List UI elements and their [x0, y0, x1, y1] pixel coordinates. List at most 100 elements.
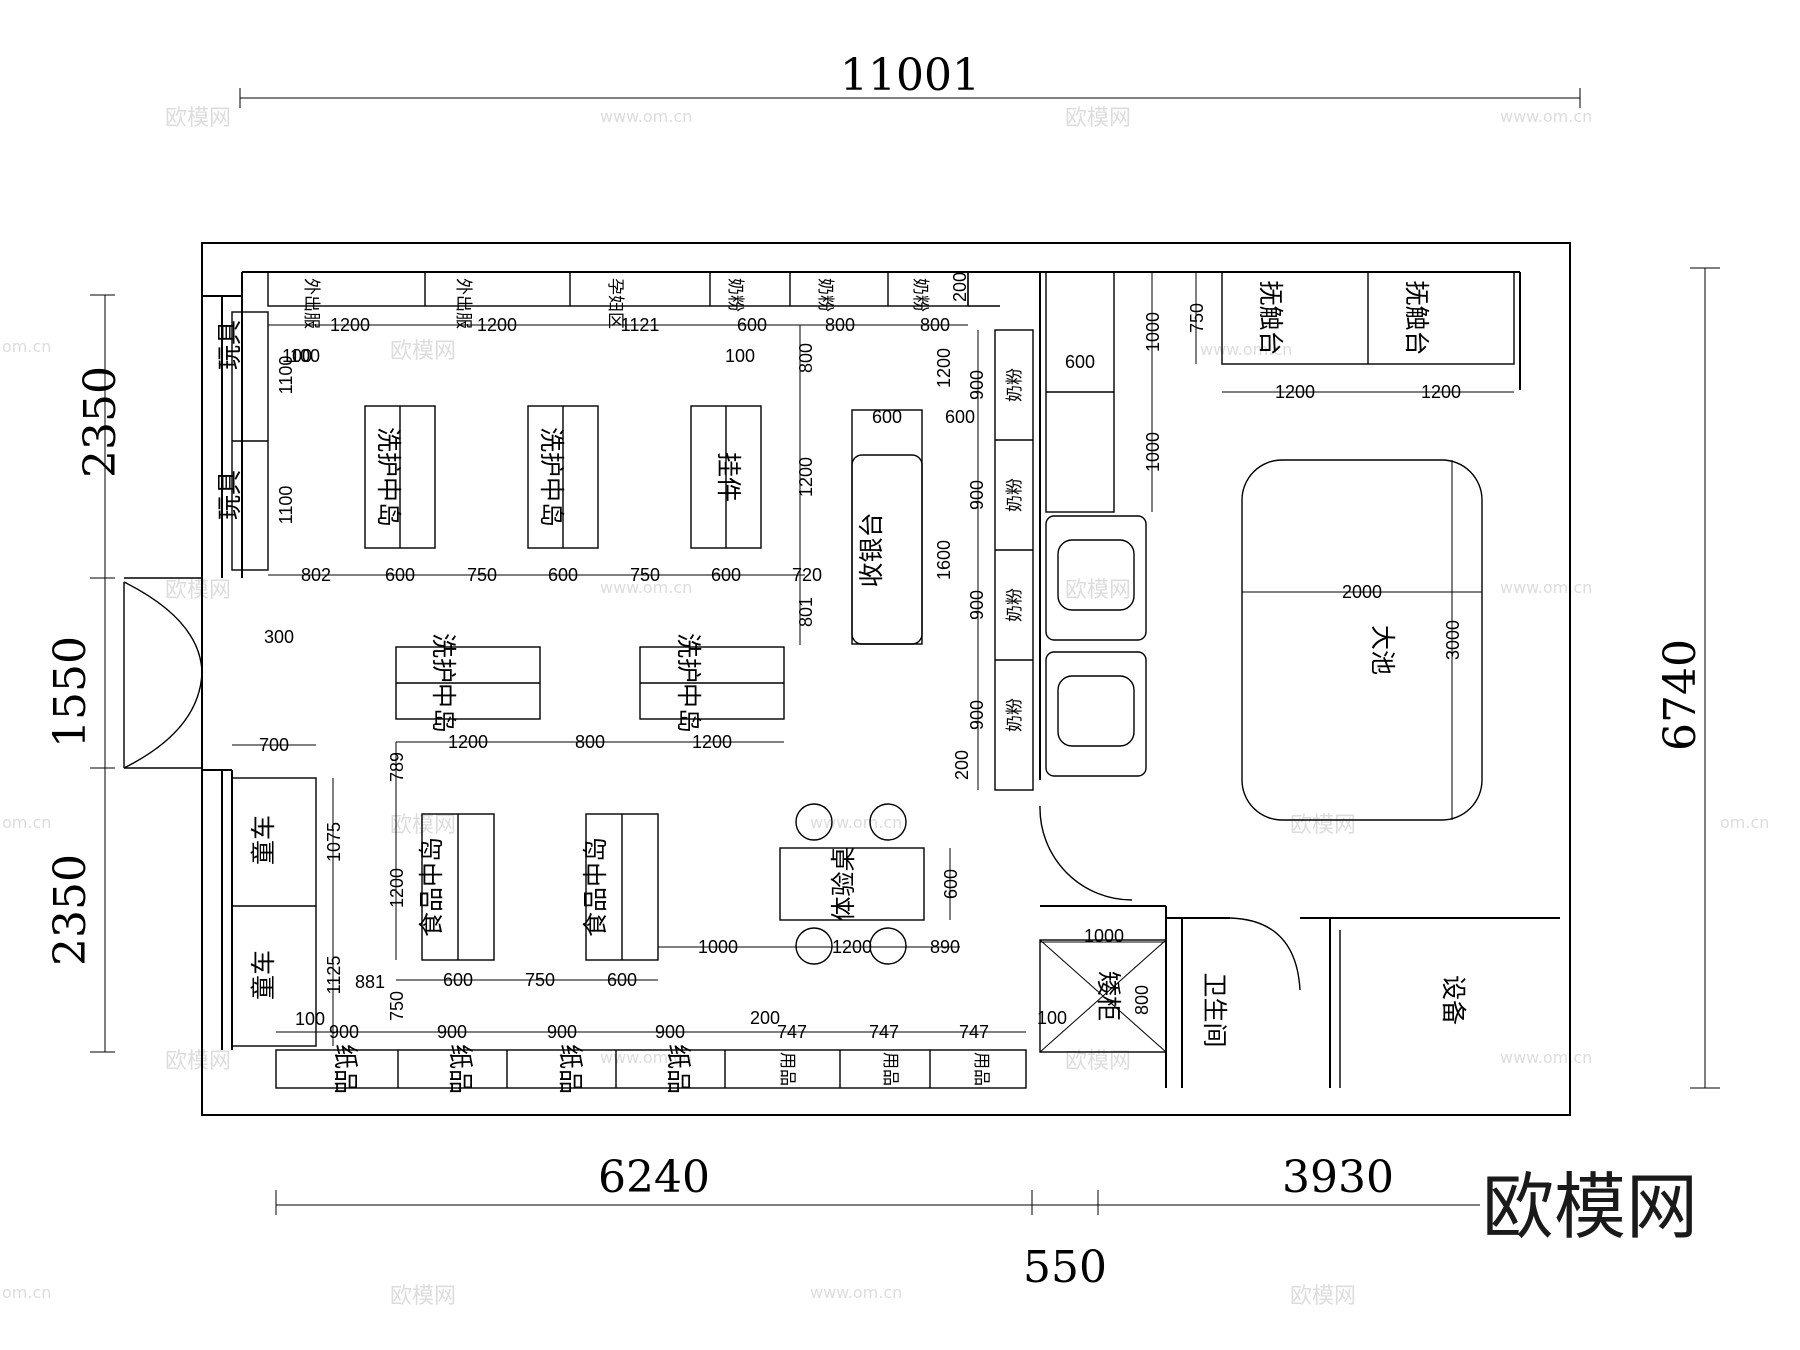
paper-label-2: 纸品: [446, 1044, 475, 1094]
bottom-left-dim: 6240: [598, 1152, 710, 1203]
dim-r1-f: 600: [711, 565, 741, 585]
dim-bot-c: 900: [547, 1022, 577, 1042]
walls: [201, 242, 1571, 1116]
shelf-label-milk-3: 奶粉: [910, 278, 930, 312]
dim-cabinet-h: 800: [1132, 985, 1152, 1015]
milk-shelves-right: 奶粉 奶粉 奶粉 奶粉 900 900 900 900 200: [952, 271, 1040, 791]
watermark-site: www.om.cn: [810, 813, 902, 832]
watermark-brand: 欧模网: [390, 813, 456, 838]
bottom-shelves: 纸品 纸品 纸品 纸品 用品 用品 用品 900 900 900 900 200…: [275, 1008, 1067, 1094]
dim-bot-f: 747: [777, 1022, 807, 1042]
dim-r1-h: 800: [796, 343, 816, 373]
row2-islands: 洗护中岛 洗护中岛 1200 800 1200 789 1200: [387, 633, 785, 960]
table-label: 体验桌: [829, 846, 858, 921]
dim-cashier-d1: 600: [945, 407, 975, 427]
watermark-brand: 欧模网: [165, 106, 231, 131]
dim-r1-e: 750: [630, 565, 660, 585]
dim-r1-j: 801: [796, 597, 816, 627]
dim-r1-a: 802: [301, 565, 331, 585]
island-food-1: 食品中岛: [417, 837, 446, 937]
watermark-site: om.cn: [2, 813, 51, 832]
dim-bot-g: 747: [869, 1022, 899, 1042]
dim-milk-r5: 200: [952, 750, 972, 780]
dim-r1-c: 750: [467, 565, 497, 585]
supply-label-3: 用品: [971, 1052, 991, 1086]
shelf-label-outerwear-2: 外出服: [453, 278, 473, 329]
dim-stroller-h1: 1075: [324, 822, 344, 862]
watermark-brand: 欧模网: [1290, 1284, 1356, 1309]
milk-label-r1: 奶粉: [1005, 368, 1025, 402]
island-food-2: 食品中岛: [581, 837, 610, 937]
brand-logo: 欧模网: [1482, 1165, 1698, 1249]
overall-width: 11001: [840, 50, 980, 101]
overall-dimensions: 11001 6740 2350 1550 2350 6240 3930 550: [45, 50, 1720, 1293]
dim-r1-i: 1200: [796, 457, 816, 497]
dim-toy-1: 1100: [276, 356, 296, 395]
dim-stroller-w: 700: [259, 735, 289, 755]
dim-cabinet-w: 1000: [1084, 926, 1124, 946]
toilet-label: 卫生间: [1200, 972, 1229, 1047]
dim-toy-2: 1100: [276, 486, 296, 525]
dim-r2-a: 1200: [448, 732, 488, 752]
dim-r3-b: 750: [525, 970, 555, 990]
experience-table: 体验桌 600: [779, 803, 961, 965]
dim-bot-b: 900: [437, 1022, 467, 1042]
dim-r2-d: 789: [387, 752, 407, 782]
left-bottom-dim: 2350: [45, 854, 96, 966]
stroller-label-2: 童车: [249, 950, 278, 1000]
paper-label-1: 纸品: [331, 1044, 360, 1094]
dim-top-1: 1200: [330, 315, 370, 335]
dim-shelf-h1: 1000: [1143, 312, 1163, 352]
cashier-counter: 收银台 600 1600 600 1200: [851, 348, 975, 645]
dim-milk-r1: 900: [967, 370, 987, 400]
dim-top-8: 100: [290, 346, 320, 366]
row1-islands: 洗护中岛 洗护中岛 挂件 802 600 750 600 750 600 720…: [268, 325, 822, 645]
watermark-site: www.om.cn: [600, 1048, 692, 1067]
watermark-brand: 欧模网: [390, 1284, 456, 1309]
watermark-site: www.om.cn: [1200, 340, 1292, 359]
stroller-label-1: 童车: [249, 815, 278, 865]
watermark-site: www.om.cn: [600, 578, 692, 597]
dim-shelf-h2: 1000: [1143, 432, 1163, 472]
dim-r1-g: 720: [792, 565, 822, 585]
watermark-brand: 欧模网: [1065, 106, 1131, 131]
watermark-site: om.cn: [2, 337, 51, 356]
watermark-site: www.om.cn: [810, 1283, 902, 1302]
shelf-label-outerwear-1: 外出服: [301, 278, 321, 329]
dim-pool-w: 2000: [1342, 582, 1382, 602]
dim-touch-w2: 1200: [1421, 382, 1461, 402]
dim-r3-c: 600: [607, 970, 637, 990]
supply-label-1: 用品: [777, 1052, 797, 1086]
watermark-brand: 欧模网: [1290, 813, 1356, 838]
paper-label-3: 纸品: [556, 1044, 585, 1094]
island-wash-4: 洗护中岛: [674, 633, 703, 733]
dim-r3-f: 890: [930, 937, 960, 957]
entry-door[interactable]: [123, 577, 203, 769]
dim-r3-a: 600: [443, 970, 473, 990]
watermark-site: www.om.cn: [1500, 578, 1592, 597]
dim-r3-e: 1200: [832, 937, 872, 957]
dim-stroller-small: 100: [295, 1009, 325, 1029]
dim-r1-d: 600: [548, 565, 578, 585]
dim-bot-h: 747: [959, 1022, 989, 1042]
touch-label-2: 抚触台: [1402, 280, 1431, 355]
dim-touch-h: 750: [1187, 303, 1207, 333]
bottom-gap-dim: 550: [1023, 1242, 1107, 1293]
bottom-right-dim: 3930: [1282, 1152, 1394, 1203]
dim-touch-w1: 1200: [1275, 382, 1315, 402]
dim-milk-r3: 900: [967, 590, 987, 620]
dim-pool-h: 3000: [1443, 620, 1463, 660]
dim-bot-i: 100: [1037, 1008, 1067, 1028]
dim-door-offset: 300: [264, 627, 294, 647]
service-area: 抚触台 抚触台 1200 1200 750 1000 1000 600 2000…: [1039, 271, 1560, 1088]
island-wash-1: 洗护中岛: [374, 427, 403, 527]
cabinet-label: 矮柜: [1094, 971, 1123, 1021]
milk-label-r2: 奶粉: [1005, 478, 1025, 512]
dim-cashier-h: 1600: [934, 540, 954, 580]
dim-r1-b: 600: [385, 565, 415, 585]
milk-label-r4: 奶粉: [1005, 698, 1025, 732]
stroller-area: 童车 童车 700 1075 1125 881 100: [231, 735, 385, 1047]
watermark-brand: 欧模网: [1065, 578, 1131, 603]
island-wash-2: 洗护中岛: [537, 427, 566, 527]
